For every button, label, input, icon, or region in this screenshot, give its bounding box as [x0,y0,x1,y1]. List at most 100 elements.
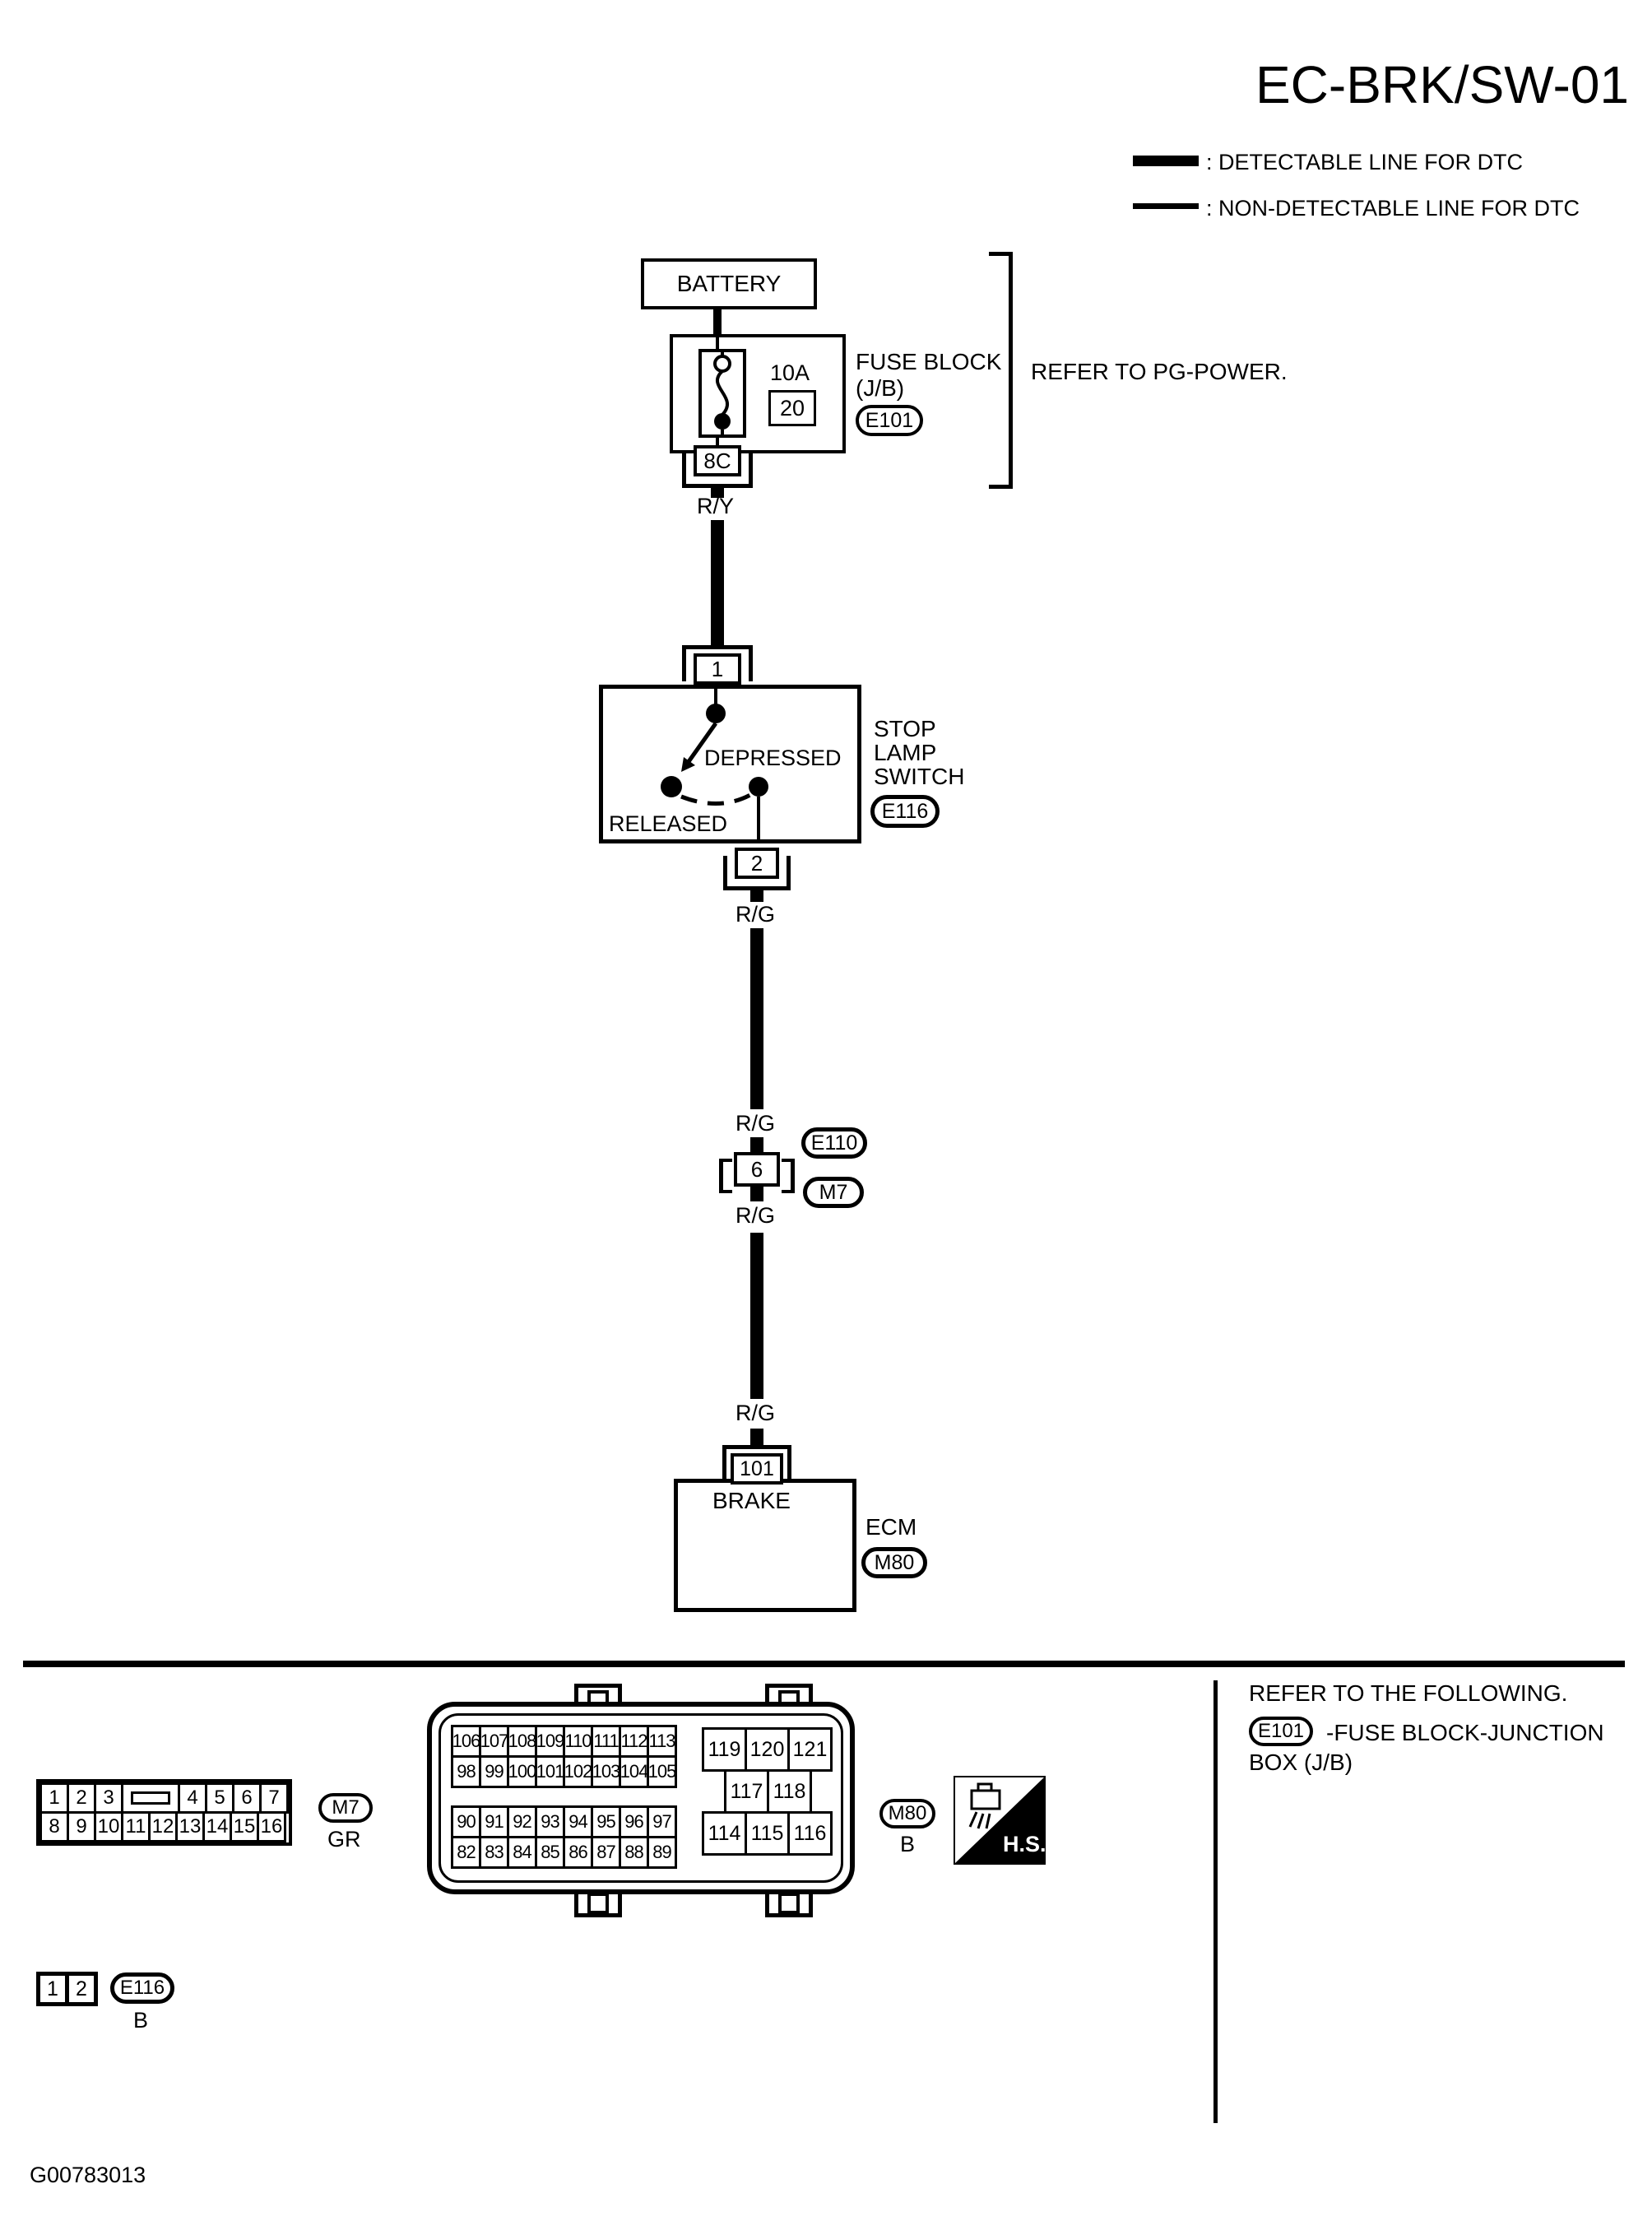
pin-cell: 119 [702,1727,747,1772]
pin-cell: 97 [647,1805,677,1838]
ecm-pin-label: 101 [740,1457,774,1480]
pin-cell: 13 [175,1811,205,1842]
ecm-name-label: ECM [865,1514,917,1540]
joint-pin-label: 6 [750,1156,763,1182]
terminal-8c-bracket [682,452,753,488]
pin-cell: 101 [535,1755,565,1788]
connector-label-e116-text: E116 [881,799,929,823]
fuse-block-label-1: FUSE BLOCK [856,349,1002,374]
pin-cell: 15 [230,1811,259,1842]
connector-label-m80-text: M80 [874,1550,915,1574]
pin-cell: 103 [591,1755,621,1788]
legend-thick-line [1133,156,1199,166]
hs-label-text: H.S. [1003,1832,1046,1856]
footer-refer-line1: REFER TO THE FOLLOWING. [1249,1680,1568,1706]
wire-label-rg-3: R/G [736,1203,776,1228]
pin-cell: 96 [619,1805,649,1838]
pin-cell: 83 [479,1836,509,1869]
footer-m80-color: B [900,1832,916,1856]
footer-m7-color: GR [327,1827,361,1852]
pin-cell: 105 [647,1755,677,1788]
legend-non-detectable-label: : NON-DETECTABLE LINE FOR DTC [1206,196,1580,221]
pin-cell: 104 [619,1755,649,1788]
footer-e101-text: E101 [1257,1720,1305,1742]
page-title: EC-BRK/SW-01 [1255,55,1629,114]
m80-tab-bottom-right-notch [778,1893,800,1914]
pin-cell: 1 [36,1972,69,2006]
pin-cell: 94 [563,1805,593,1838]
pin-cell: 100 [507,1755,537,1788]
footer-m7-text: M7 [332,1796,360,1819]
pg-power-bracket-bar [1009,252,1013,489]
pin-cell: 115 [745,1811,790,1856]
pin-cell: 107 [479,1725,509,1758]
pin-cell: 12 [148,1811,178,1842]
pin-cell: 116 [787,1811,833,1856]
pg-power-bracket-tick-bottom [989,485,1010,489]
connector-label-m80: M80 [861,1547,927,1578]
ecm-pin-bracket [722,1445,791,1483]
footer-e116-oval: E116 [110,1972,174,2004]
wire-label-rg-2: R/G [736,1111,776,1136]
pin-cell: 7 [259,1782,289,1814]
wire-battery-to-fuse [713,309,722,334]
pin-cell: 16 [257,1811,286,1842]
wire-label-rg-4: R/G [736,1401,776,1425]
pin-cell: 14 [202,1811,232,1842]
pin-cell: 91 [479,1805,509,1838]
hs-badge: H.S. [954,1776,1046,1865]
pin-cell: 113 [647,1725,677,1758]
pin-cell: 111 [591,1725,621,1758]
pin-cell: 1 [39,1782,69,1814]
switch-pin2-label: 2 [750,850,763,876]
wire-stub-joint-top [750,1137,763,1152]
key-slot-notch [131,1791,170,1805]
fuse-lead-bottom [716,438,719,447]
footer-e101-oval: E101 [1249,1717,1313,1746]
pin-cell: 108 [507,1725,537,1758]
pg-power-note: REFER TO PG-POWER. [1031,359,1288,384]
wire-label-rg-1: R/G [736,902,776,927]
switch-name-line1: STOP [874,716,936,741]
pin-cell: 4 [178,1782,207,1814]
connector-label-e110-text: E110 [810,1131,858,1155]
switch-contacts-drawing [661,685,768,843]
footer-e116-text: E116 [119,1977,165,1999]
fuse-block-box [670,334,846,453]
pin-cell: 2 [67,1782,96,1814]
pin-cell: 6 [232,1782,262,1814]
pin-cell: 88 [619,1836,649,1869]
legend-detectable-label: : DETECTABLE LINE FOR DTC [1206,150,1524,174]
pin-cell: 9 [67,1811,96,1842]
footer-m80-text: M80 [888,1802,927,1824]
pin-cell: 87 [591,1836,621,1869]
wire-rg-lower [750,1233,763,1399]
pin-cell: 99 [479,1755,509,1788]
pin-cell: 2 [65,1972,98,2006]
stop-lamp-switch-box [599,685,861,843]
footer-e116-color: B [133,2008,149,2033]
switch-pin1-label: 1 [711,656,724,681]
pin-cell: 8 [39,1811,69,1842]
wire-stub-8c [711,488,724,498]
connector-label-m7-text: M7 [819,1180,848,1204]
pin-cell: 114 [702,1811,747,1856]
footer-m7-oval: M7 [318,1793,373,1823]
m80-tab-bottom-left-notch [587,1893,609,1914]
terminal-8c-label: 8C [703,448,731,473]
switch-state-released: RELEASED [609,811,728,836]
switch-pin2-box: 2 [735,848,779,879]
footer-m80-oval: M80 [879,1799,935,1828]
footer-refer-line2: -FUSE BLOCK-JUNCTION [1326,1720,1604,1745]
battery-box: BATTERY [641,258,817,309]
pin-cell: 82 [451,1836,481,1869]
pin-cell: 92 [507,1805,537,1838]
pg-power-bracket-tick-top [989,252,1010,256]
